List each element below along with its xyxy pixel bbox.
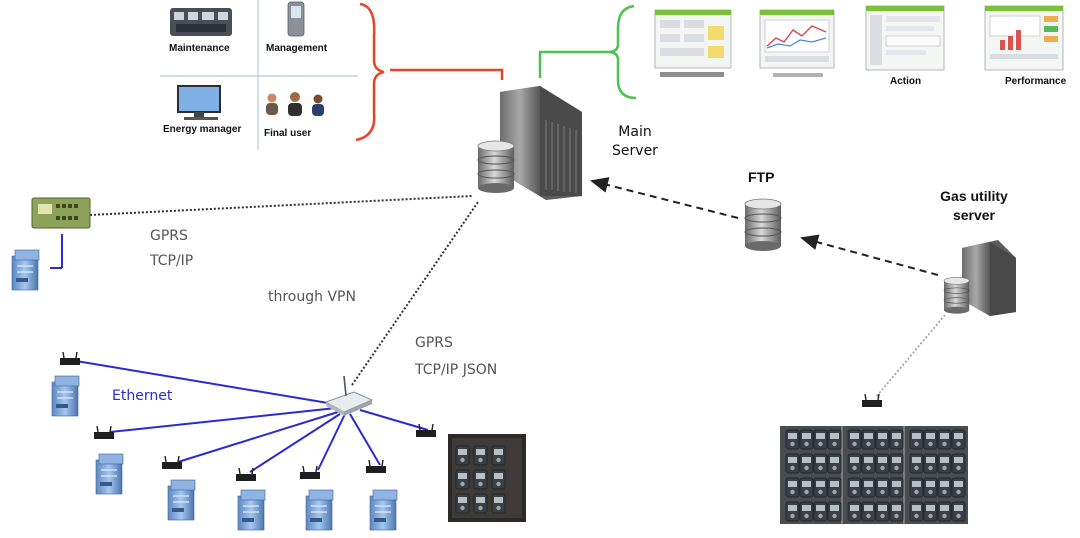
- role-energy-manager-label: Energy manager: [163, 124, 242, 135]
- endpoint-pc-icon: [237, 489, 266, 531]
- gas-to-meters-line: [875, 314, 946, 398]
- app-screenshot-2: [759, 9, 835, 69]
- ftp-database-icon: [744, 198, 782, 252]
- meter-panel-ethernet-icon: [448, 434, 526, 522]
- endpoint-router-icon: [299, 465, 321, 480]
- app-action-label: Action: [890, 76, 922, 87]
- data-logger-device-icon: [31, 197, 91, 269]
- endpoint-pc-icon: [369, 489, 398, 531]
- gas-utility-server-label-line2: server: [952, 207, 996, 223]
- endpoint-pc-icon: [305, 489, 334, 531]
- main-server-icon: [477, 86, 582, 200]
- endpoint-router-icon: [59, 351, 81, 366]
- vpn-link-line: [351, 201, 479, 386]
- ftp-to-main-arrow: [590, 177, 739, 219]
- application-screenshots: [654, 5, 1064, 77]
- users-group-icon: [266, 92, 324, 116]
- gas-utility-server-icon: [943, 240, 1016, 316]
- computer-icon: [177, 85, 221, 120]
- endpoint-pc-icon: [167, 479, 196, 521]
- role-maintenance-label: Maintenance: [169, 43, 230, 54]
- user-roles-panel: [160, 0, 358, 150]
- caption-fragment: [660, 72, 724, 77]
- maintenance-console-icon: [170, 8, 232, 36]
- ethernet-label: Ethernet: [112, 388, 173, 404]
- applications-bracket: [538, 4, 637, 100]
- user-roles-bracket: [355, 2, 504, 142]
- ftp-label: FTP: [748, 169, 775, 185]
- gas-utility-server-label-line1: Gas utility: [940, 188, 1008, 204]
- endpoint-pc-icon: [95, 453, 124, 495]
- gas-to-ftp-arrow: [800, 234, 939, 276]
- gprs-link-line: [89, 195, 473, 216]
- gas-meters-wall-icon: [780, 426, 968, 524]
- app-screenshot-action: [865, 5, 945, 71]
- endpoint-router-icon: [235, 467, 257, 482]
- ethernet-lines: [75, 360, 429, 473]
- gprs-label-logger: GPRS: [150, 228, 188, 244]
- endpoint-pc-icon: [51, 375, 80, 417]
- app-screenshot-1: [654, 9, 732, 69]
- role-management-label: Management: [266, 43, 328, 54]
- main-server-label: Main Server: [603, 123, 667, 161]
- gas-utility-server-label: Gas utility server: [922, 187, 1026, 225]
- app-performance-label: Performance: [1005, 76, 1067, 87]
- handheld-device-icon: [287, 1, 305, 37]
- role-final-user-label: Final user: [264, 128, 312, 139]
- connection-lines: [89, 177, 946, 398]
- through-vpn-label: through VPN: [268, 289, 356, 305]
- tcpip-label-logger: TCP/IP: [150, 253, 194, 269]
- endpoint-router-icon: [161, 455, 183, 470]
- gas-meters-router-icon: [861, 393, 883, 408]
- main-server-label-line2: Server: [612, 143, 658, 159]
- endpoint-router-icon: [415, 423, 437, 438]
- tcpip-json-label: TCP/IP JSON: [415, 362, 498, 378]
- endpoint-router-icon: [93, 425, 115, 440]
- gprs-label-router: GPRS: [415, 335, 453, 351]
- main-server-label-line1: Main: [618, 124, 652, 140]
- endpoint-router-icon: [365, 459, 387, 474]
- terminal-pc-icon: [11, 249, 40, 291]
- vpn-router-icon: [324, 375, 374, 416]
- caption-fragment: [773, 73, 823, 77]
- app-screenshot-performance: [984, 5, 1064, 71]
